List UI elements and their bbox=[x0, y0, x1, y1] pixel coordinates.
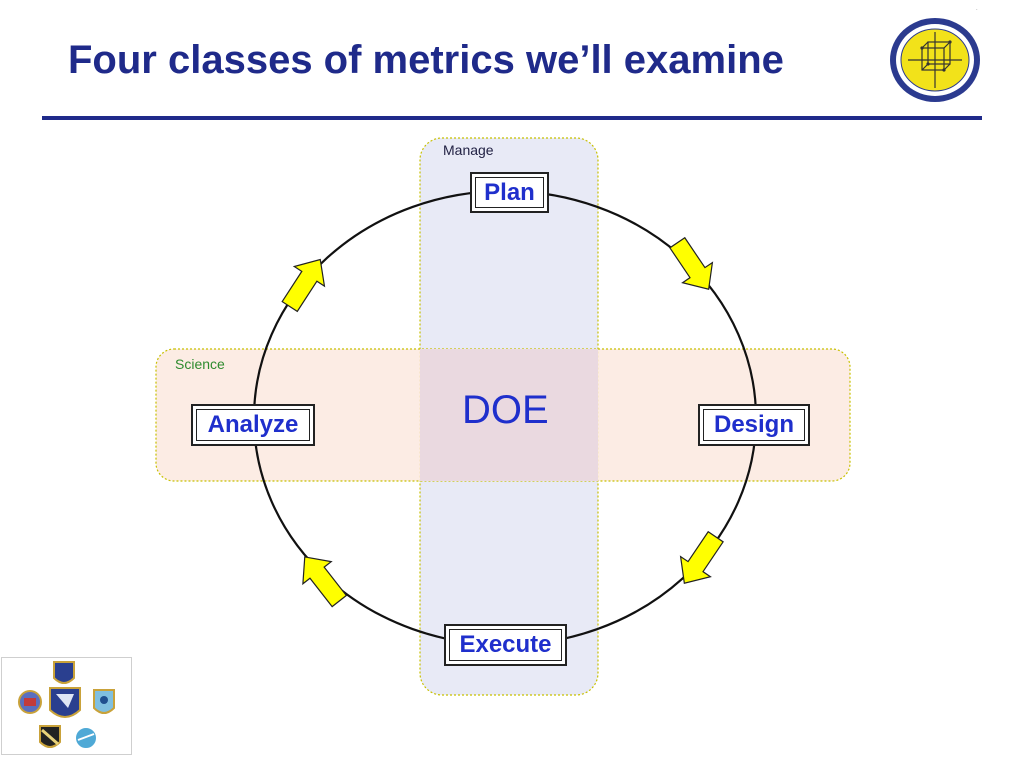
analyze-step-label: Analyze bbox=[207, 411, 299, 438]
execute-step-label: Execute bbox=[459, 631, 552, 658]
shield-icon bbox=[18, 690, 42, 714]
institution-seal-icon bbox=[890, 18, 980, 102]
science-region-label: Science bbox=[175, 356, 225, 372]
shield-icon bbox=[49, 687, 81, 718]
corner-mark: . bbox=[976, 6, 978, 12]
up-right-arrow-icon bbox=[281, 258, 326, 313]
title-divider bbox=[42, 116, 982, 120]
shield-icon bbox=[74, 726, 98, 750]
manage-region-label: Manage bbox=[443, 142, 494, 158]
unit-emblems bbox=[1, 657, 132, 755]
execute-step: Execute bbox=[444, 624, 567, 666]
design-step-label: Design bbox=[713, 411, 794, 438]
plan-step: Plan bbox=[470, 172, 549, 213]
slide-title: Four classes of metrics we’ll examine bbox=[68, 38, 784, 82]
plan-step-label: Plan bbox=[484, 178, 535, 206]
shield-icon bbox=[53, 661, 75, 684]
up-left-arrow-icon bbox=[302, 556, 348, 608]
doe-center-label: DOE bbox=[462, 388, 549, 432]
overlap-region bbox=[420, 349, 598, 481]
down-left-arrow-icon bbox=[679, 530, 724, 584]
analyze-step: Analyze bbox=[191, 404, 315, 446]
shield-icon bbox=[93, 689, 115, 714]
down-right-arrow-icon bbox=[669, 236, 714, 290]
design-step: Design bbox=[698, 404, 810, 446]
shield-icon bbox=[39, 725, 61, 748]
